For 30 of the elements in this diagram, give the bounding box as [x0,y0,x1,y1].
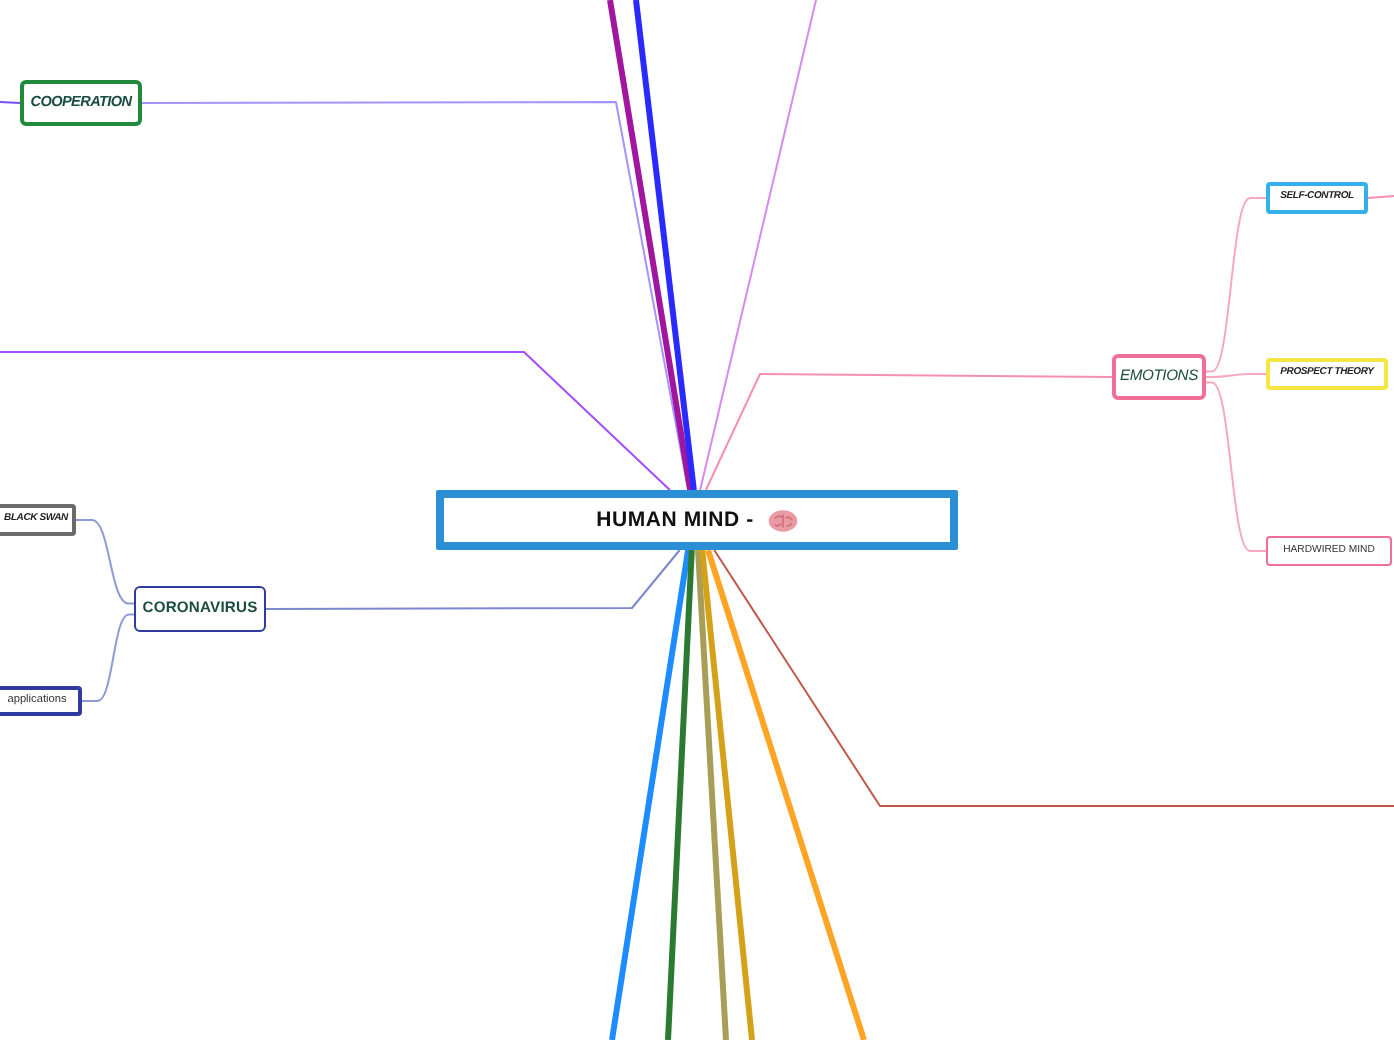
topic-box [0,686,82,716]
branch-line [141,101,690,491]
branch-line [81,613,135,702]
branch-line [699,549,755,1040]
branch-line [665,549,695,1040]
topic-box [1266,182,1368,214]
topic-box [1266,358,1388,390]
topic-box [20,80,142,126]
topic-box [1266,536,1392,566]
branch-line [695,549,729,1040]
branch-line [699,0,817,491]
branch-line [0,101,21,104]
branch-line [607,0,694,491]
branch-line [705,549,867,1040]
branch-line [704,373,1113,491]
central-topic-box [436,490,958,550]
branch-line [713,549,1394,807]
branch-line [1367,195,1394,199]
topic-box [1112,354,1206,400]
topic-box [134,586,266,632]
branch-line [1205,197,1267,373]
branch-line [609,549,692,1040]
branch-line [0,351,671,491]
branch-line [1205,373,1267,378]
branch-line [265,549,681,610]
branch-line [633,0,697,491]
branch-line [75,519,135,605]
branch-line [1205,381,1267,552]
central-topic-label: HUMAN MIND - [596,507,754,533]
topic-box [0,504,76,536]
